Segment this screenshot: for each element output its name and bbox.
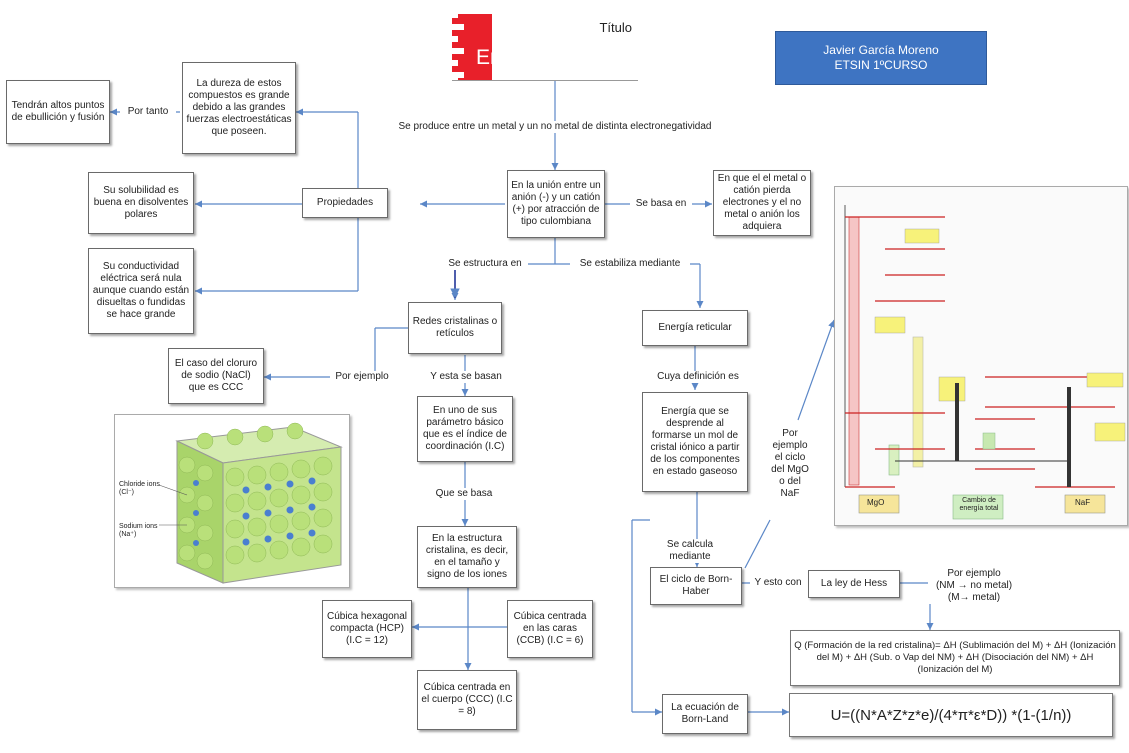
label-se-estabiliza: Se estabiliza mediante <box>570 258 690 270</box>
author-name: Javier García Moreno <box>823 43 939 57</box>
node-born-lande: La ecuación de Born-Land <box>662 694 748 734</box>
nacl-crystal-image: Chloride ions (Cl⁻) Sodium ions (Na⁺) <box>114 414 350 588</box>
node-union: En la unión entre un anión (-) y un cati… <box>507 170 605 238</box>
node-hcp: Cúbica hexagonal compacta (HCP) (I.C = 1… <box>322 600 412 658</box>
label-se-produce: Se produce entre un metal y un no metal … <box>380 121 730 133</box>
nacl-crystal-drawing <box>158 422 343 584</box>
label-por-ejemplo-ciclo: Por ejemplo el ciclo del MgO o del NaF <box>770 428 810 500</box>
label-se-estructura: Se estructura en <box>442 258 528 270</box>
node-ley-hess: La ley de Hess <box>808 570 900 598</box>
sodium-label: Sodium ions (Na⁺) <box>119 523 158 538</box>
label-cuya-definicion: Cuya definición es <box>646 371 750 383</box>
label-por-ejemplo: Por ejemplo <box>330 371 394 383</box>
label-por-tanto: Por tanto <box>120 106 176 118</box>
label-por-ejemplo-hess: Por ejemplo (NM → no metal) (M→ metal) <box>928 568 1020 604</box>
born-lande-equation: U=((N*A*Z*z*e)/(4*π*ε*D)) *(1-(1/n)) <box>789 693 1113 737</box>
node-solubilidad: Su solubilidad es buena en disolventes p… <box>88 172 194 234</box>
label-y-esto-con: Y esto con <box>750 577 806 589</box>
node-born-haber: El ciclo de Born-Haber <box>650 567 742 605</box>
node-parametro: En uno de sus parámetro básico que es el… <box>417 396 513 462</box>
title-label: Título <box>599 20 632 35</box>
node-nacl-case: El caso del cloruro de sodio (NaCl) que … <box>168 348 264 404</box>
node-ccc: Cúbica centrada en el cuerpo (CCC) (I.C … <box>417 670 517 730</box>
label-y-esta-se-basan: Y esta se basan <box>418 371 514 383</box>
label-que-se-basa: Que se basa <box>428 488 500 500</box>
title-block: Título Enlace Iónico <box>452 14 638 81</box>
chloride-label: Chloride ions (Cl⁻) <box>119 481 160 496</box>
label-se-calcula: Se calcula mediante <box>660 539 720 563</box>
cycle-naf-label: NaF <box>1075 498 1091 507</box>
node-energia-def: Energía que se desprende al formarse un … <box>642 392 748 492</box>
cycle-center-label: Cambio de energía total <box>959 497 999 512</box>
label-se-basa: Se basa en <box>630 198 692 210</box>
node-redes: Redes cristalinas o retículos <box>408 302 502 354</box>
node-ccb: Cúbica centrada en las caras (CCB) (I.C … <box>507 600 593 658</box>
node-basa: En que el el metal o catión pierda elect… <box>713 170 811 236</box>
author-course: ETSIN 1ºCURSO <box>834 58 928 72</box>
born-haber-diagram <box>844 205 1126 520</box>
page-title: Enlace Iónico <box>476 46 603 69</box>
node-estructura-cristalina: En la estructura cristalina, es decir, e… <box>417 526 517 588</box>
node-conductividad: Su conductividad eléctrica será nula aun… <box>88 248 194 334</box>
born-haber-cycle-image: MgO NaF Cambio de energía total <box>834 186 1128 526</box>
author-box: Javier García Moreno ETSIN 1ºCURSO <box>775 31 987 85</box>
node-q-formacion: Q (Formación de la red cristalina)= ΔH (… <box>790 630 1120 686</box>
node-dureza: La dureza de estos compuestos es grande … <box>182 62 296 154</box>
cycle-mgo-label: MgO <box>867 498 885 507</box>
node-altos-puntos: Tendrán altos puntos de ebullición y fus… <box>6 80 110 144</box>
title-checker-decoration <box>452 14 492 80</box>
node-energia-reticular: Energía reticular <box>642 310 748 346</box>
node-propiedades: Propiedades <box>302 188 388 218</box>
